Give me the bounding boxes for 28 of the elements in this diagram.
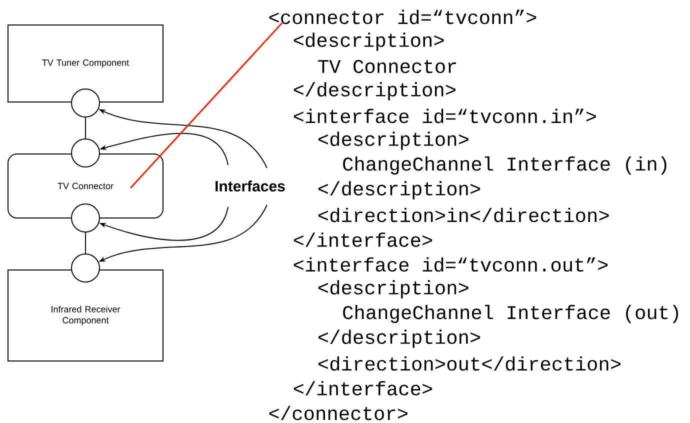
code-line: </connector> (269, 406, 408, 420)
code-line: <direction>out</direction> (318, 356, 620, 371)
connector-line (85, 232, 86, 254)
code-line: </description> (318, 181, 480, 200)
code-line: </interface> (294, 232, 432, 247)
code-line: <interface id=“tvconn.in”> (294, 108, 596, 124)
code-line: </description> (294, 82, 456, 100)
code-line: <description> (318, 280, 468, 298)
code-line: <direction>in</direction> (318, 208, 609, 222)
code-line: </interface> (294, 381, 432, 396)
connector-box: TV Connector (8, 154, 164, 218)
interface-circle (71, 88, 100, 118)
interface-circle (71, 204, 100, 232)
interface-circle (71, 138, 100, 168)
component-box: TV Tuner Component (8, 24, 164, 102)
connector-line (85, 117, 86, 139)
code-line: <interface id=“tvconn.out”> (294, 257, 608, 272)
code-line: <description> (318, 132, 468, 150)
code-line: ChangeChannel Interface (out) (343, 304, 678, 324)
callout-text: Interfaces (216, 180, 285, 192)
code-line: </description> (318, 330, 480, 348)
code-line: TV Connector (318, 60, 456, 74)
code-line: <description> (294, 32, 444, 51)
code-line: ChangeChannel Interface (in) (343, 156, 666, 175)
code-line: <connector id=“tvconn”> (269, 10, 536, 24)
leader-line (130, 22, 283, 189)
interface-circle (71, 254, 100, 282)
component-box: Infrared Receiver Component (8, 270, 164, 362)
